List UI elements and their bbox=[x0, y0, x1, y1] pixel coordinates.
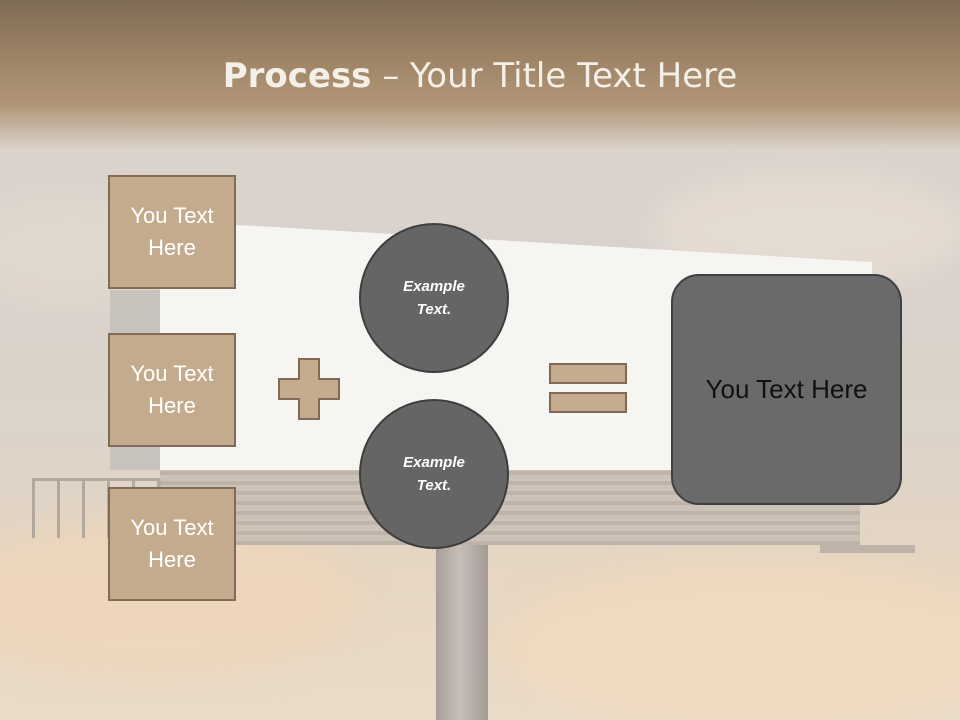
text-box-2[interactable]: You Text Here bbox=[108, 333, 236, 447]
equals-bar-top bbox=[549, 363, 627, 384]
header-band bbox=[0, 0, 960, 150]
equals-bar-bottom bbox=[549, 392, 627, 413]
background-cloud bbox=[500, 560, 960, 720]
example-circle-2[interactable]: Example Text. bbox=[359, 399, 509, 549]
example-circle-1[interactable]: Example Text. bbox=[359, 223, 509, 373]
result-box[interactable]: You Text Here bbox=[671, 274, 902, 505]
title-rest-part: – Your Title Text Here bbox=[371, 56, 738, 96]
billboard-pole bbox=[436, 545, 488, 720]
plus-sign-icon bbox=[278, 358, 340, 420]
text-box-3[interactable]: You Text Here bbox=[108, 487, 236, 601]
billboard-railing bbox=[820, 545, 915, 553]
title-bold-part: Process bbox=[222, 56, 372, 96]
slide-title[interactable]: Process – Your Title Text Here bbox=[0, 54, 960, 98]
text-box-1[interactable]: You Text Here bbox=[108, 175, 236, 289]
